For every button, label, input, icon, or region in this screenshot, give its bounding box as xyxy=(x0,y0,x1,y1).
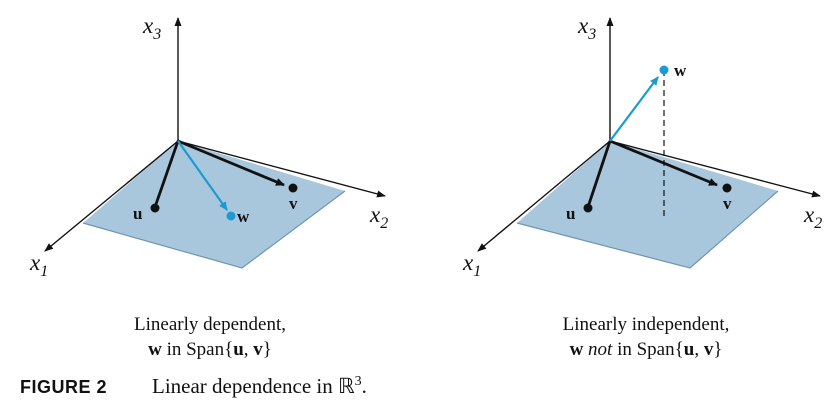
vector-v-label-right: v xyxy=(723,194,732,213)
x2-label-right: x2 xyxy=(803,202,822,232)
vector-u-label-right: u xyxy=(566,204,575,223)
caption-line1-right: Linearly independent, xyxy=(563,314,730,335)
vector-u-label-left: u xyxy=(133,204,142,223)
x2-axis-left xyxy=(177,140,386,198)
vector-w-label-right: w xyxy=(674,61,687,80)
figure-caption-text: Linear dependence in ℝ3. xyxy=(152,374,367,398)
x1-label-left: x1 xyxy=(29,250,48,280)
real-space-symbol: ℝ xyxy=(338,374,355,398)
span-plane-right xyxy=(517,141,778,268)
caption-line2-right: w not in Span{u, v} xyxy=(570,339,723,360)
plane-edge-right xyxy=(516,190,779,269)
x3-label-left: x3 xyxy=(142,13,161,43)
x1-axis-left xyxy=(44,140,179,252)
plane-edge-left xyxy=(82,190,346,269)
vector-w-left xyxy=(177,140,228,211)
figure-label: FIGURE 2 xyxy=(20,377,107,397)
left-panel: x3 x2 x1 u v w Linearly dependent, w in … xyxy=(29,13,388,360)
vector-u-tip-right xyxy=(583,203,593,213)
figure-caption: FIGURE 2 Linear dependence in ℝ3. xyxy=(20,374,367,398)
vector-u-right xyxy=(586,140,612,208)
vector-u-tip-left xyxy=(150,203,160,213)
caption-line1-left: Linearly dependent, xyxy=(134,314,286,335)
plane-edge-highlight-right xyxy=(518,193,781,273)
plane-edge-highlight-left xyxy=(84,193,348,273)
vector-v-tip-right xyxy=(722,183,732,193)
x1-label-right: x1 xyxy=(462,250,481,280)
span-plane-left xyxy=(83,141,345,268)
x1-axis-right xyxy=(477,140,611,252)
vector-w-right xyxy=(609,76,659,142)
vector-v-tip-left xyxy=(288,183,298,193)
right-panel: x3 x2 x1 u v w Linearly independent, w n… xyxy=(462,13,822,360)
caption-line2-left: w in Span{u, v} xyxy=(148,339,272,360)
vector-w-tip-left xyxy=(226,211,236,221)
vector-v-right xyxy=(609,139,718,187)
x2-label-left: x2 xyxy=(369,202,388,232)
x3-label-right: x3 xyxy=(577,13,596,43)
vector-w-label-left: w xyxy=(237,207,250,226)
vector-v-left xyxy=(177,139,285,187)
vector-v-label-left: v xyxy=(289,194,298,213)
x2-axis-right xyxy=(609,140,821,198)
vector-u-left xyxy=(153,140,180,208)
vector-w-tip-right xyxy=(659,65,669,75)
